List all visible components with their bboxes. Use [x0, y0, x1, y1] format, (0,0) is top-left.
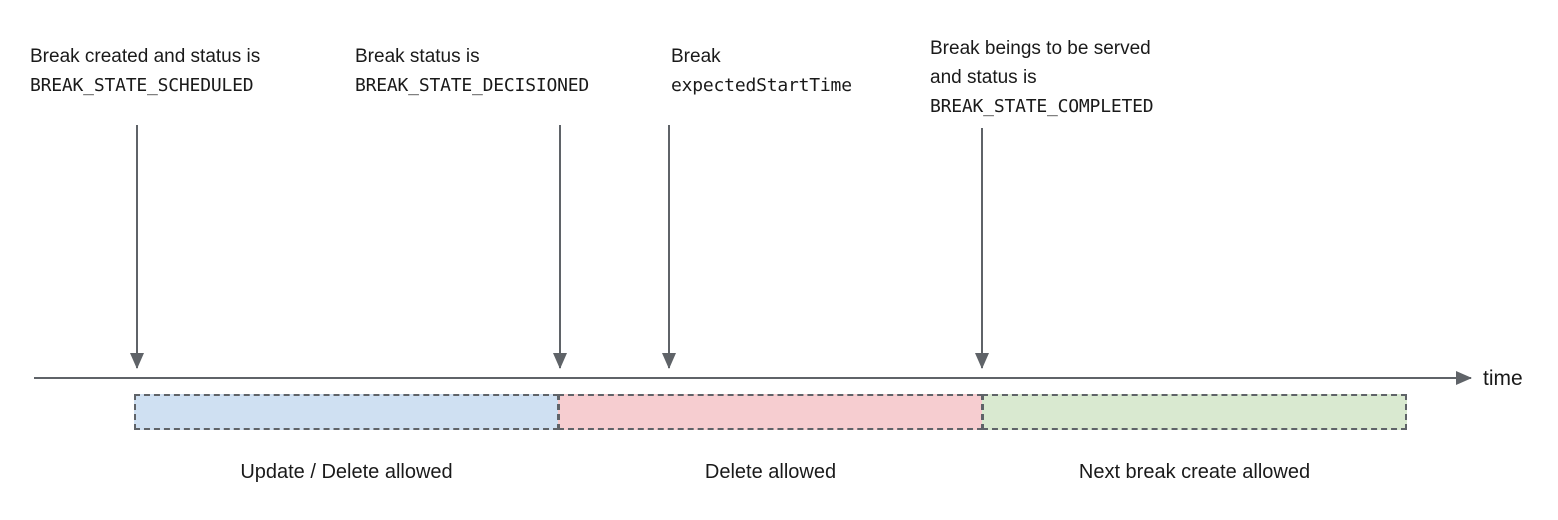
arrow-shaft: [981, 128, 983, 368]
event-label-completed-line1: Break beings to be served: [930, 38, 1151, 59]
arrow-shaft: [136, 125, 138, 368]
event-label-created: Break created and status is BREAK_STATE_…: [30, 42, 260, 100]
event-arrow-decisioned: [553, 125, 567, 369]
event-arrow-completed: [975, 128, 989, 369]
event-label-decisioned-line1: Break status is: [355, 46, 480, 67]
arrow-down-icon: [553, 353, 567, 369]
event-arrow-created: [130, 125, 144, 369]
arrow-right-icon: [1456, 371, 1472, 385]
event-label-completed-line3: BREAK_STATE_COMPLETED: [930, 96, 1154, 117]
event-label-created-line2: BREAK_STATE_SCHEDULED: [30, 75, 254, 96]
phase-caption-delete-only: Delete allowed: [704, 461, 837, 483]
time-axis-line: [34, 377, 1471, 379]
phase-bar-delete-only: [558, 394, 983, 430]
event-arrow-expected-start: [662, 125, 676, 369]
phase-bar-next-break: [982, 394, 1407, 430]
phase-caption-update-delete: Update / Delete allowed: [240, 461, 453, 483]
arrow-shaft: [559, 125, 561, 368]
arrow-down-icon: [662, 353, 676, 369]
event-label-decisioned: Break status is BREAK_STATE_DECISIONED: [355, 42, 589, 100]
event-label-expected-start-line1: Break: [671, 46, 721, 67]
phase-caption-next-break: Next break create allowed: [1078, 461, 1311, 483]
arrow-down-icon: [130, 353, 144, 369]
event-label-completed-line2: and status is: [930, 67, 1037, 88]
event-label-decisioned-line2: BREAK_STATE_DECISIONED: [355, 75, 590, 96]
event-label-expected-start: Break expectedStartTime: [671, 42, 852, 100]
event-label-expected-start-line2: expectedStartTime: [671, 75, 852, 96]
event-label-completed: Break beings to be served and status is …: [930, 34, 1154, 121]
arrow-shaft: [668, 125, 670, 368]
phase-bar-update-delete: [134, 394, 559, 430]
arrow-down-icon: [975, 353, 989, 369]
event-label-created-line1: Break created and status is: [30, 46, 261, 67]
time-axis-label: time: [1483, 367, 1523, 390]
